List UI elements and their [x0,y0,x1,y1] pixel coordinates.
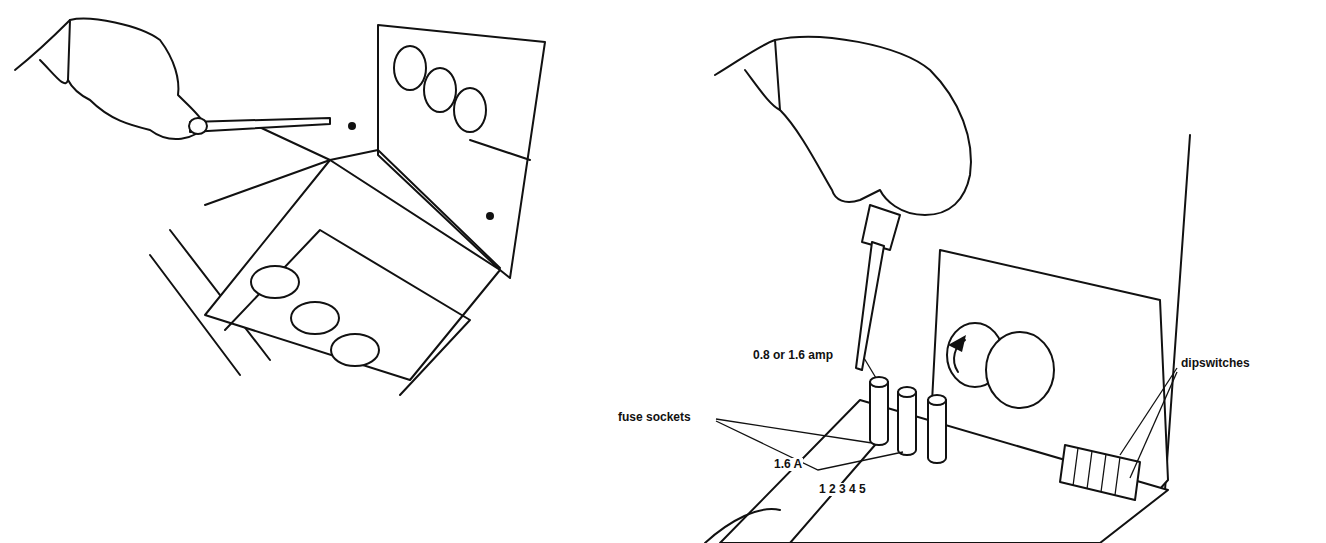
screwdriver-shaft [856,242,884,370]
hand [68,19,205,139]
leader-lines [716,358,1177,478]
fuse-top [928,395,946,405]
base-plate [720,400,1168,543]
fuse-socket [870,382,888,445]
leader-line [716,419,872,443]
part-label: fuse sockets [617,411,692,424]
knob-edge [705,509,780,543]
leader-line [1130,372,1177,478]
turn-arrow-head [948,335,966,352]
right-hand [715,37,971,370]
leader-line [716,421,903,470]
knob [986,332,1054,408]
leader-line [864,358,876,378]
dipswitch-dividers [1073,448,1120,495]
knob [394,46,426,90]
panel-edge [470,140,530,160]
fuse-socket [898,392,916,455]
shelf-edge [255,125,330,160]
part-label: dipswitches [1180,357,1251,370]
fuse-top [870,377,888,387]
screwdriver-handle [189,118,207,134]
leader-line [1120,368,1177,455]
part-label: 0.8 or 1.6 amp [752,349,834,362]
knob [424,68,456,112]
fuse-top [898,387,916,397]
tray-recess [225,230,470,395]
screwdriver-handle [862,205,900,250]
wrist [40,60,68,83]
left-enclosure [150,25,545,395]
panel-edge [1165,135,1190,490]
screw-hole [486,212,494,220]
wrist [745,70,780,110]
knob [331,334,379,366]
part-label: 1 2 3 4 5 [818,483,867,496]
dipswitch-block [1060,445,1140,500]
knob [454,88,486,132]
left-hand [15,19,330,139]
fuse-socket [928,400,946,463]
knob [291,302,339,334]
screw-hole [348,122,356,130]
part-label: 1.6 A [773,458,803,471]
hand [775,37,971,215]
tray-panel [205,160,500,380]
screwdriver [190,118,330,132]
knob [251,266,299,298]
